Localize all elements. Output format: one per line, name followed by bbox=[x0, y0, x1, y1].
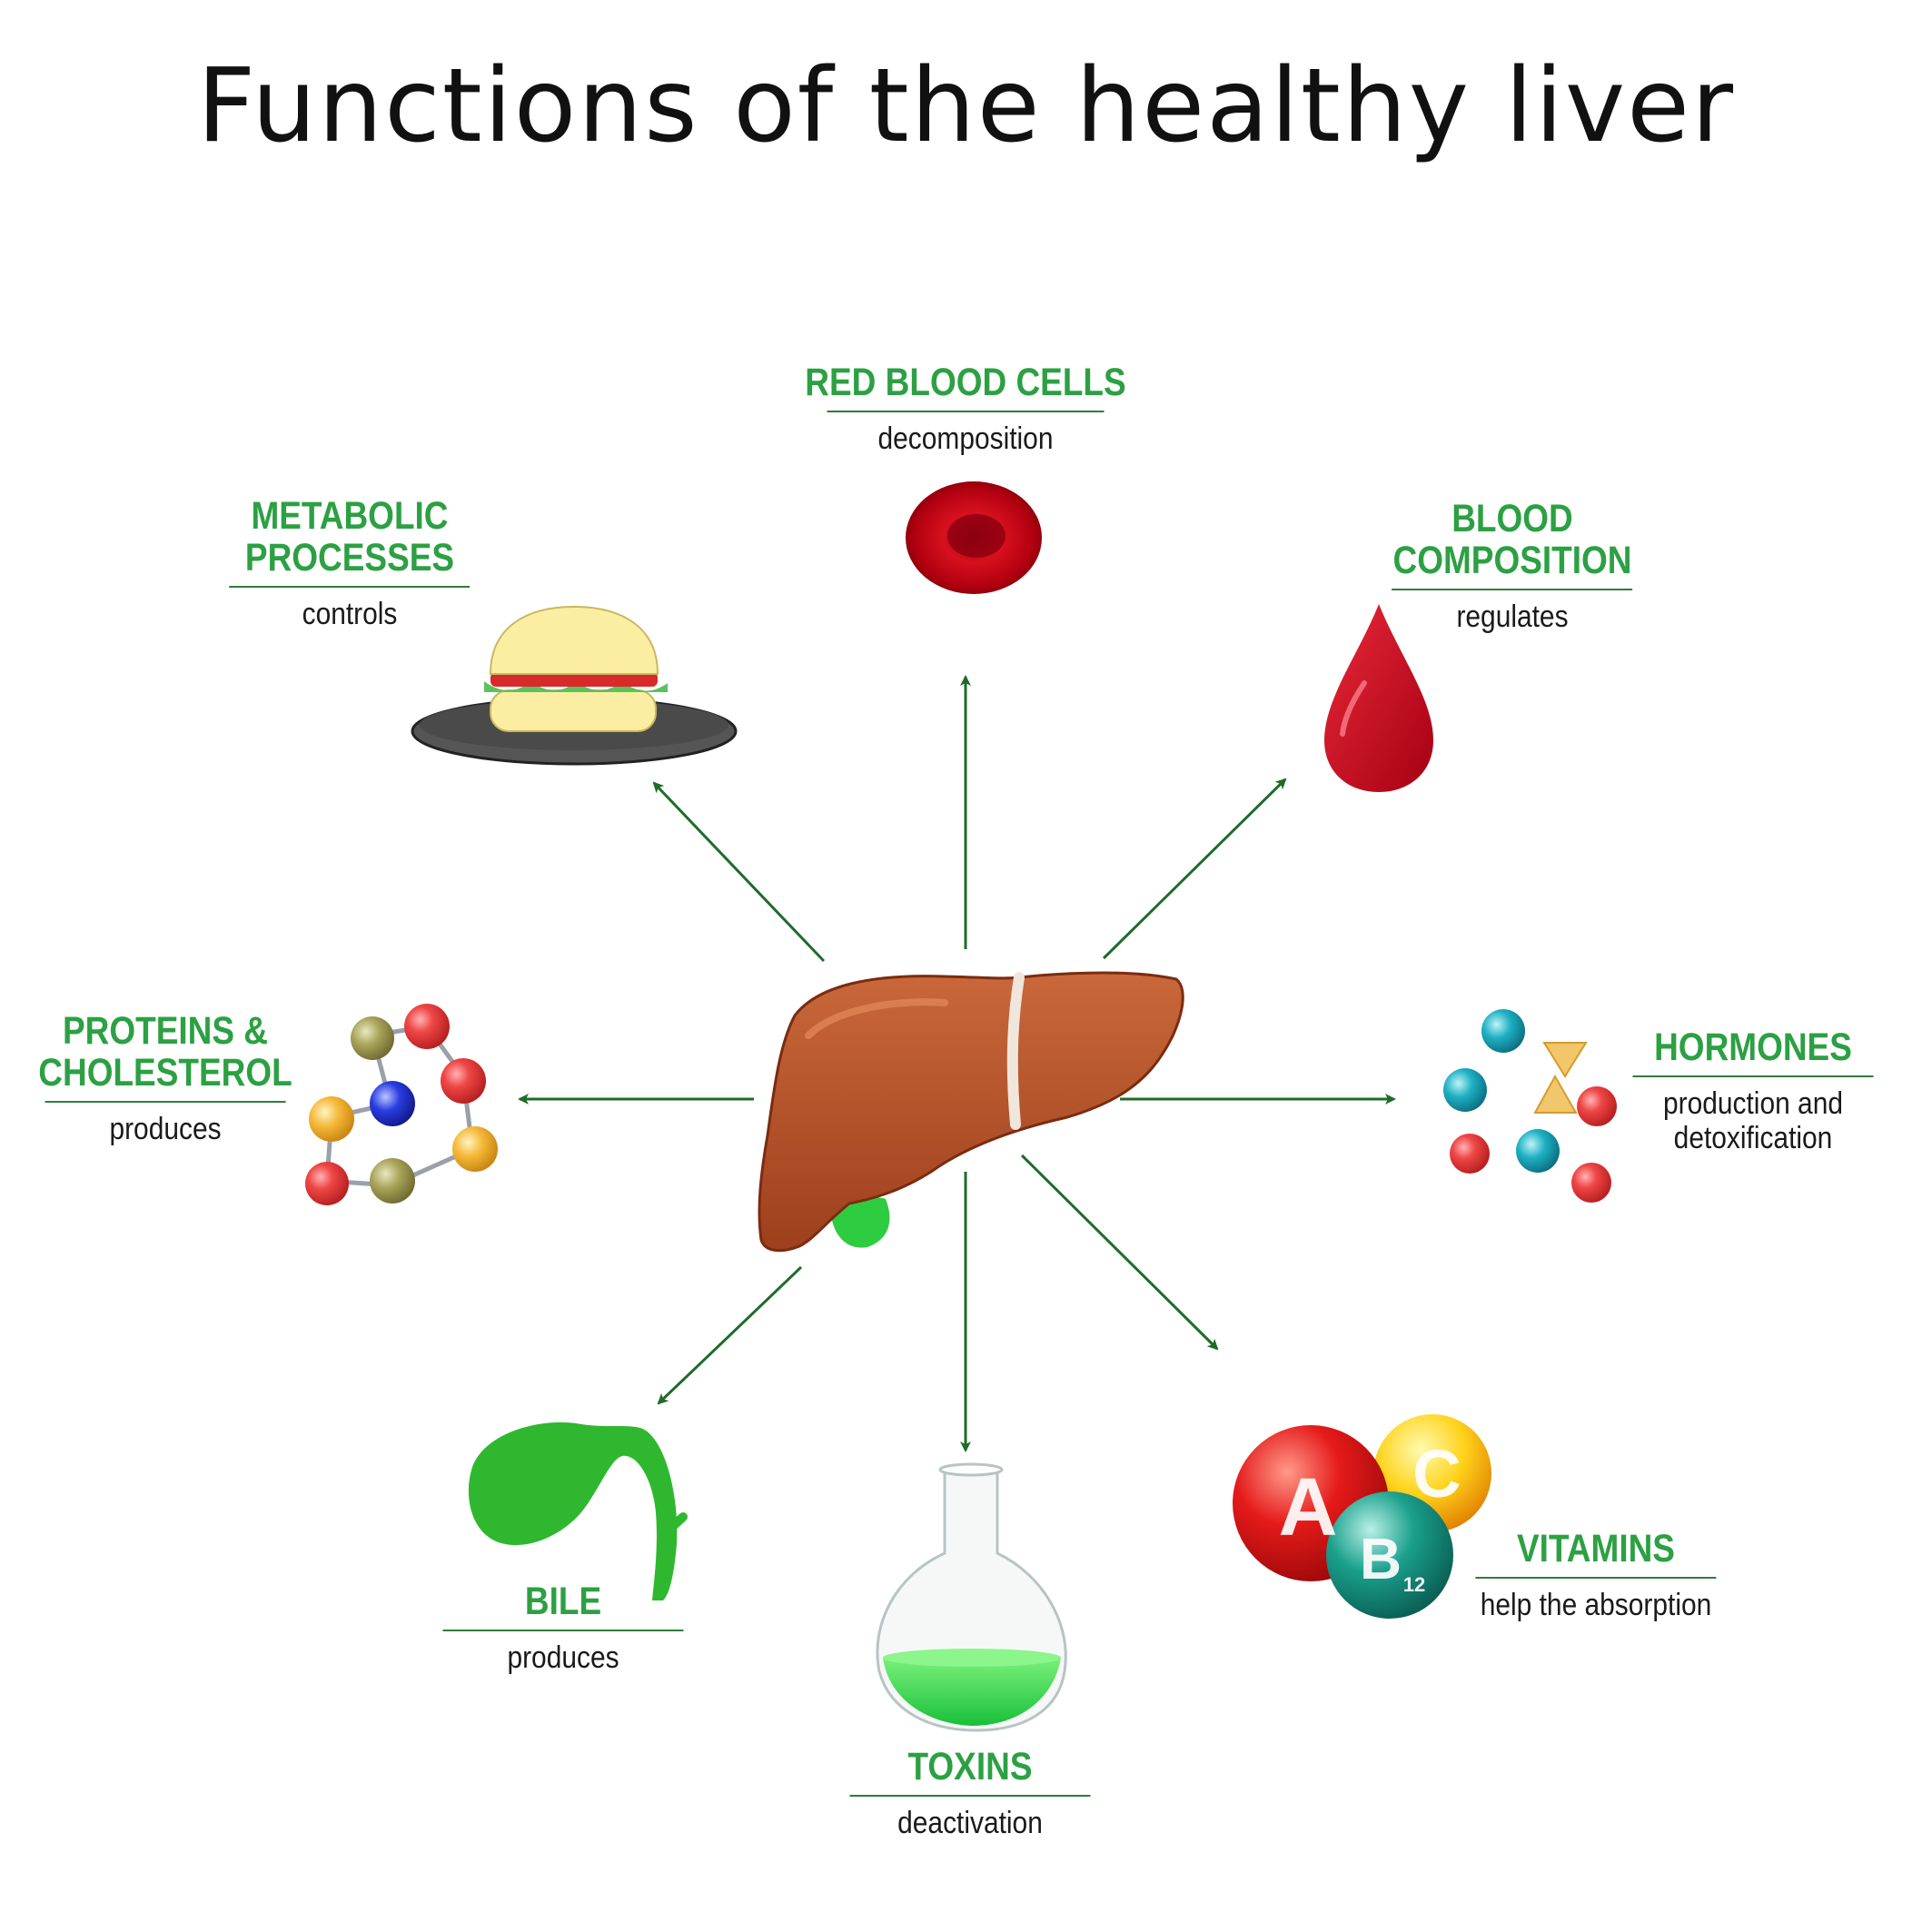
page-title: Functions of the healthy liver bbox=[196, 47, 1736, 165]
gallbladder-under-liver bbox=[831, 1197, 890, 1248]
label-subtext: decomposition bbox=[877, 421, 1054, 456]
label-divider bbox=[849, 1795, 1091, 1797]
arrow-to-blood-composition bbox=[1102, 778, 1287, 960]
label-subtext: deactivation bbox=[897, 1806, 1043, 1840]
label-subtext: produces bbox=[507, 1640, 619, 1675]
arrows-group bbox=[518, 675, 1396, 1452]
label-subtext: regulates bbox=[1456, 599, 1569, 634]
flask-icon bbox=[876, 1462, 1067, 1732]
label-heading: TOXINS bbox=[907, 1745, 1033, 1788]
label-vitamins: VITAMINS help the absorption bbox=[1464, 1528, 1727, 1622]
burger-icon bbox=[411, 605, 738, 766]
arrow-to-vitamins bbox=[1020, 1154, 1219, 1351]
vitamin-c-letter: C bbox=[1412, 1436, 1461, 1511]
label-red-blood-cells: RED BLOOD CELLS decomposition bbox=[779, 362, 1153, 456]
label-heading: BILE bbox=[524, 1580, 602, 1623]
label-divider bbox=[45, 1101, 286, 1103]
label-heading: HORMONES bbox=[1654, 1025, 1852, 1069]
arrow-to-metabolic-processes bbox=[652, 781, 826, 963]
label-divider bbox=[1392, 589, 1633, 590]
blood-drop-icon bbox=[1324, 604, 1433, 792]
molecule-chain-icon bbox=[305, 1004, 498, 1205]
label-toxins: TOXINS deactivation bbox=[849, 1745, 1091, 1840]
gallbladder-icon bbox=[468, 1422, 688, 1600]
label-heading: VITAMINS bbox=[1517, 1527, 1675, 1570]
liver-highlight bbox=[805, 998, 948, 1039]
label-heading: RED BLOOD CELLS bbox=[805, 361, 1126, 404]
arrow-to-bile bbox=[657, 1265, 803, 1405]
label-divider bbox=[229, 586, 471, 588]
label-subtext: controls bbox=[302, 597, 398, 631]
label-subtext: produces bbox=[109, 1112, 222, 1146]
label-subtext: help the absorption bbox=[1480, 1588, 1712, 1622]
vitamin-balls-icon: C A B 12 bbox=[1233, 1414, 1491, 1619]
vitamin-a-letter: A bbox=[1279, 1462, 1338, 1553]
label-heading: PROTEINS &CHOLESTEROL bbox=[38, 1009, 292, 1095]
liver-icon bbox=[758, 971, 1184, 1253]
label-divider bbox=[1475, 1577, 1717, 1579]
liver-lobes bbox=[758, 971, 1184, 1253]
vitamin-b-letter: B bbox=[1360, 1526, 1402, 1591]
label-divider bbox=[827, 411, 1105, 412]
label-divider bbox=[442, 1630, 684, 1631]
vitamin-b-ball bbox=[1326, 1491, 1453, 1619]
red-blood-cell-icon bbox=[906, 481, 1042, 594]
label-divider bbox=[1632, 1075, 1874, 1077]
hormone-molecules-icon bbox=[1443, 1009, 1617, 1203]
vitamin-b-subscript: 12 bbox=[1403, 1573, 1425, 1596]
liver-ligament bbox=[1006, 972, 1025, 1130]
label-bile: BILE produces bbox=[442, 1580, 684, 1675]
label-proteins-cholesterol: PROTEINS &CHOLESTEROL produces bbox=[18, 1010, 313, 1146]
